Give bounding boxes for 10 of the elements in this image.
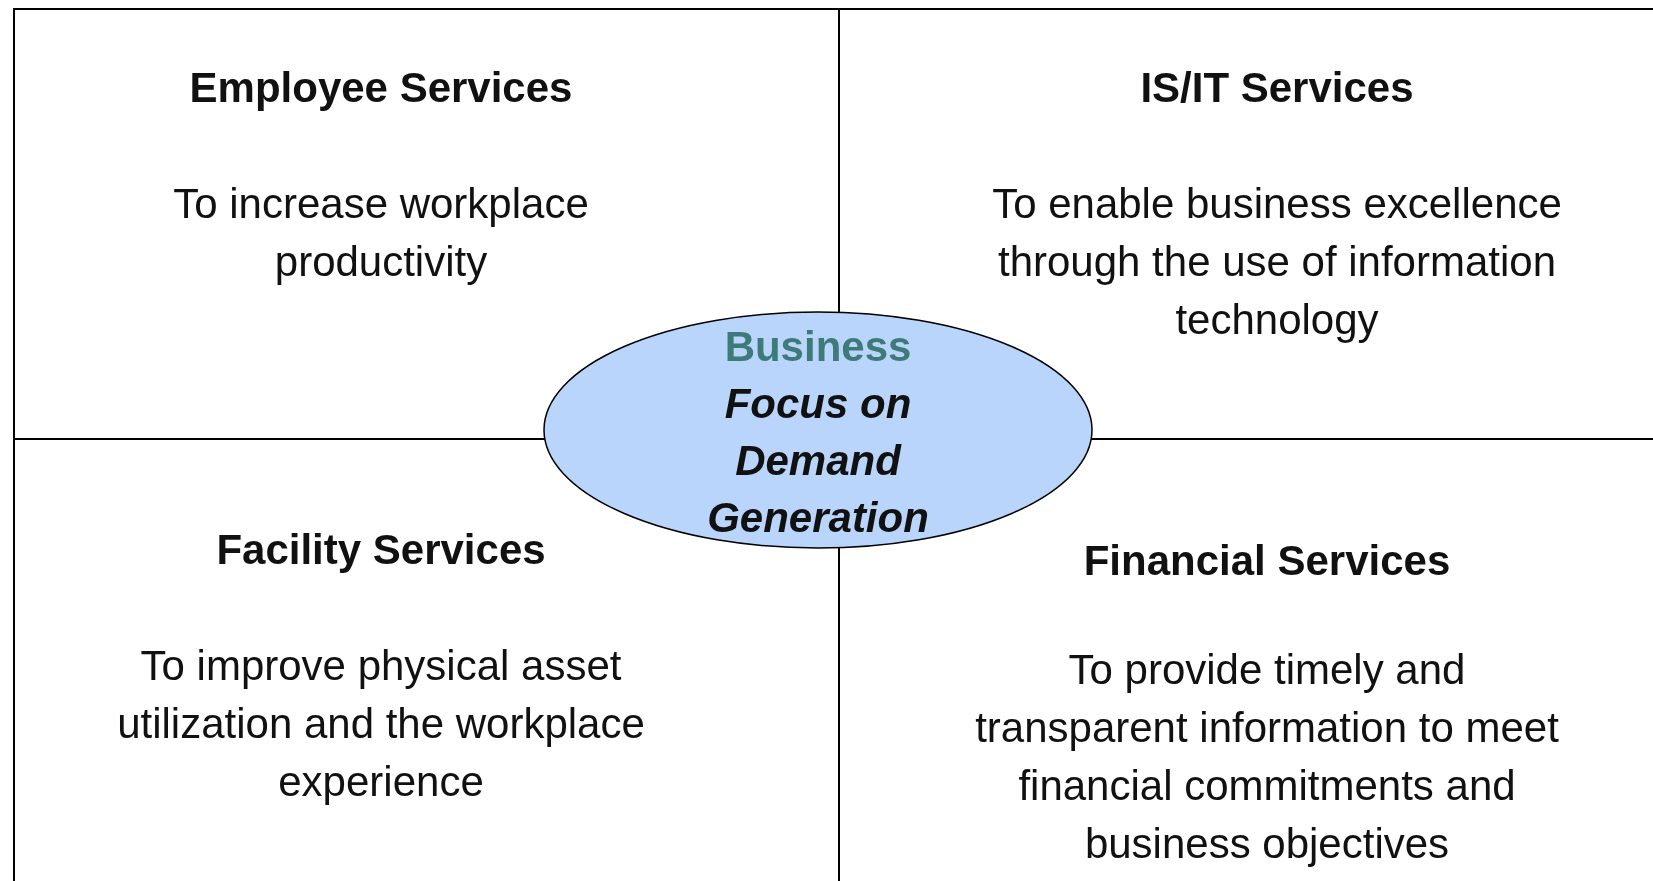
section-heading: Financial Services — [1082, 536, 1452, 586]
section-description: To improve physical asset utilization and the workplace experience — [116, 641, 646, 807]
section-description: To enable business excellence through the use of information technology — [991, 179, 1563, 345]
section-description: To provide timely and transparent information to meet financial commitments and business objectives — [974, 645, 1560, 869]
ellipse-heading: Business — [723, 322, 913, 372]
section-heading: Employee Services — [188, 63, 574, 113]
section-description: To increase workplace productivity — [172, 179, 590, 287]
section-heading: IS/IT Services — [1139, 63, 1415, 113]
ellipse-text: Focus on Demand Generation — [706, 379, 930, 543]
section-heading: Facility Services — [215, 525, 547, 575]
